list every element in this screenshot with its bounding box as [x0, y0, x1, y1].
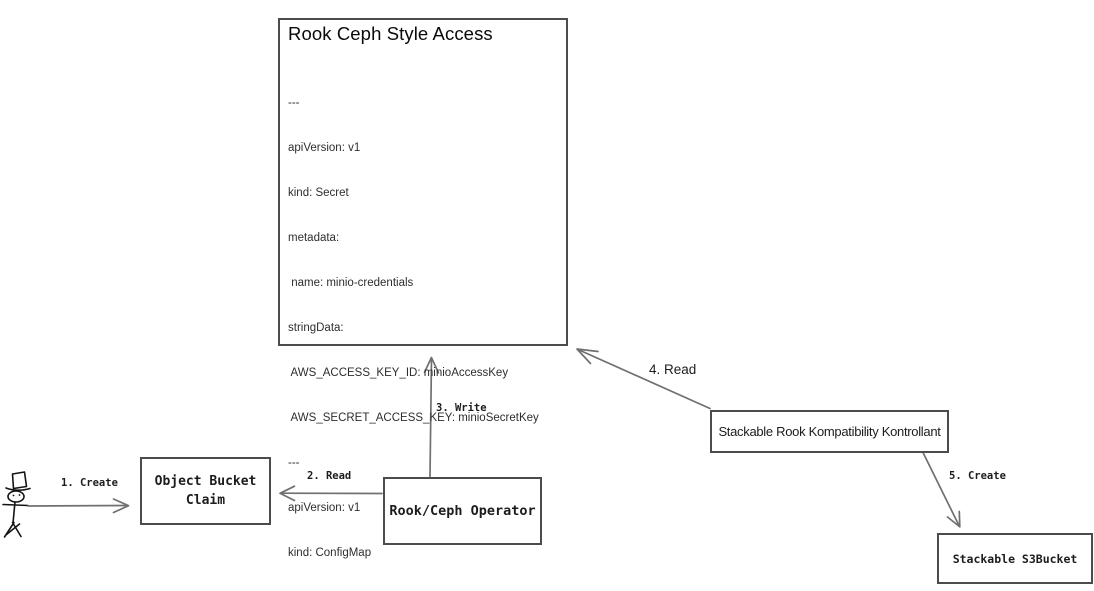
yaml-line: metadata: — [288, 232, 340, 244]
yaml-line: AWS_ACCESS_KEY_ID: minioAccessKey — [288, 367, 509, 379]
yaml-line: name: minio-credentials — [288, 277, 414, 289]
node-label: Stackable S3Bucket — [952, 551, 1078, 566]
arrow-3-write — [423, 356, 440, 478]
yaml-line: apiVersion: v1 — [288, 502, 361, 514]
actor-leg — [11, 521, 22, 538]
yaml-line: --- — [288, 457, 300, 469]
edge-label-3-write: 3. Write — [436, 402, 487, 414]
yaml-line: kind: ConfigMap — [288, 547, 372, 559]
yaml-manifest-text: --- apiVersion: v1 kind: Secret metadata… — [288, 66, 539, 591]
edge-label-2-read: 2. Read — [307, 470, 352, 482]
edge-label-4-read: 4. Read — [649, 362, 697, 377]
actor-hat-brim — [5, 487, 31, 491]
arrow-2-read — [279, 485, 383, 502]
actor-eye — [18, 494, 21, 496]
node-stackable-s3bucket: Stackable S3Bucket — [937, 533, 1093, 584]
actor-arms — [2, 503, 29, 507]
actor-hat — [11, 471, 28, 490]
yaml-line: stringData: — [288, 322, 344, 334]
edge-label-1-create: 1. Create — [61, 477, 118, 489]
node-rook-ceph-operator: Rook/Ceph Operator — [383, 477, 542, 545]
arrow-4-read — [576, 348, 711, 410]
edge-label-5-create: 5. Create — [949, 470, 1006, 482]
node-object-bucket-claim: Object Bucket Claim — [140, 457, 271, 525]
node-stackable-rook-kompatibility-kontrollant: Stackable Rook Kompatibility Kontrollant — [710, 410, 949, 453]
actor-leg — [5, 523, 21, 536]
yaml-line: apiVersion: v1 — [288, 142, 361, 154]
node-title: Rook Ceph Style Access — [288, 23, 493, 44]
actor-head — [7, 490, 25, 503]
actor-eye — [12, 494, 15, 497]
yaml-line: kind: Secret — [288, 187, 349, 199]
yaml-line: AWS_SECRET_ACCESS_KEY: minioSecretKey — [288, 412, 539, 424]
node-rook-ceph-style-access: Rook Ceph Style Access --- apiVersion: v… — [278, 18, 568, 559]
node-label: Object Bucket Claim — [154, 474, 257, 508]
node-label: Rook/Ceph Operator — [389, 503, 536, 519]
arrow-1-create — [27, 498, 130, 514]
yaml-line: --- — [288, 97, 300, 109]
arrow-5-create — [922, 451, 961, 528]
node-label: Stackable Rook Kompatibility Kontrollant — [718, 424, 941, 439]
user-actor-icon — [2, 471, 31, 538]
